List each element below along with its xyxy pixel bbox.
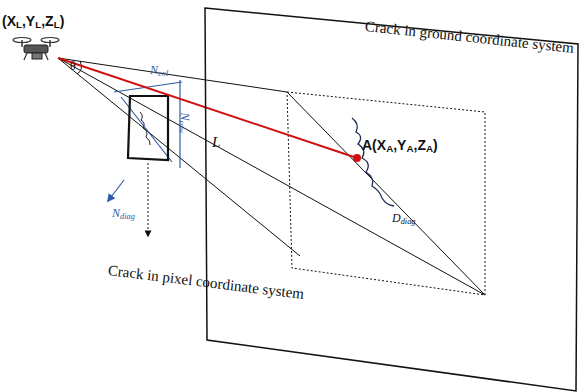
angle-arc xyxy=(77,61,81,74)
image-plane xyxy=(128,96,168,160)
pixel-diagonal: Ndiag xyxy=(112,207,135,220)
pointer-arrow xyxy=(148,163,149,236)
ground-diagonal: Ddiag xyxy=(392,212,416,225)
pixel-columns: Ncol xyxy=(150,64,168,77)
pixel-frame xyxy=(108,80,182,201)
view-angle: θ xyxy=(70,60,76,73)
ground-crack xyxy=(352,118,394,206)
distance-label: L xyxy=(212,134,220,151)
plane-outline xyxy=(204,6,581,392)
drone-position: (XL,YL,ZL) xyxy=(2,14,64,29)
footprint xyxy=(287,92,485,295)
point-a xyxy=(353,154,361,162)
ground-plane: Crack in ground coordinate system xyxy=(204,6,581,392)
pixel-rows: Nrow xyxy=(177,113,190,134)
distance-line xyxy=(58,58,357,158)
footprint-diagonal xyxy=(287,92,485,295)
view-rays xyxy=(58,58,485,295)
plane-caption: Crack in ground coordinate system xyxy=(364,18,575,57)
point-label: A(XA,YA,ZA) xyxy=(362,138,438,153)
pixel-crack xyxy=(140,112,150,145)
drone-icon xyxy=(13,38,59,61)
